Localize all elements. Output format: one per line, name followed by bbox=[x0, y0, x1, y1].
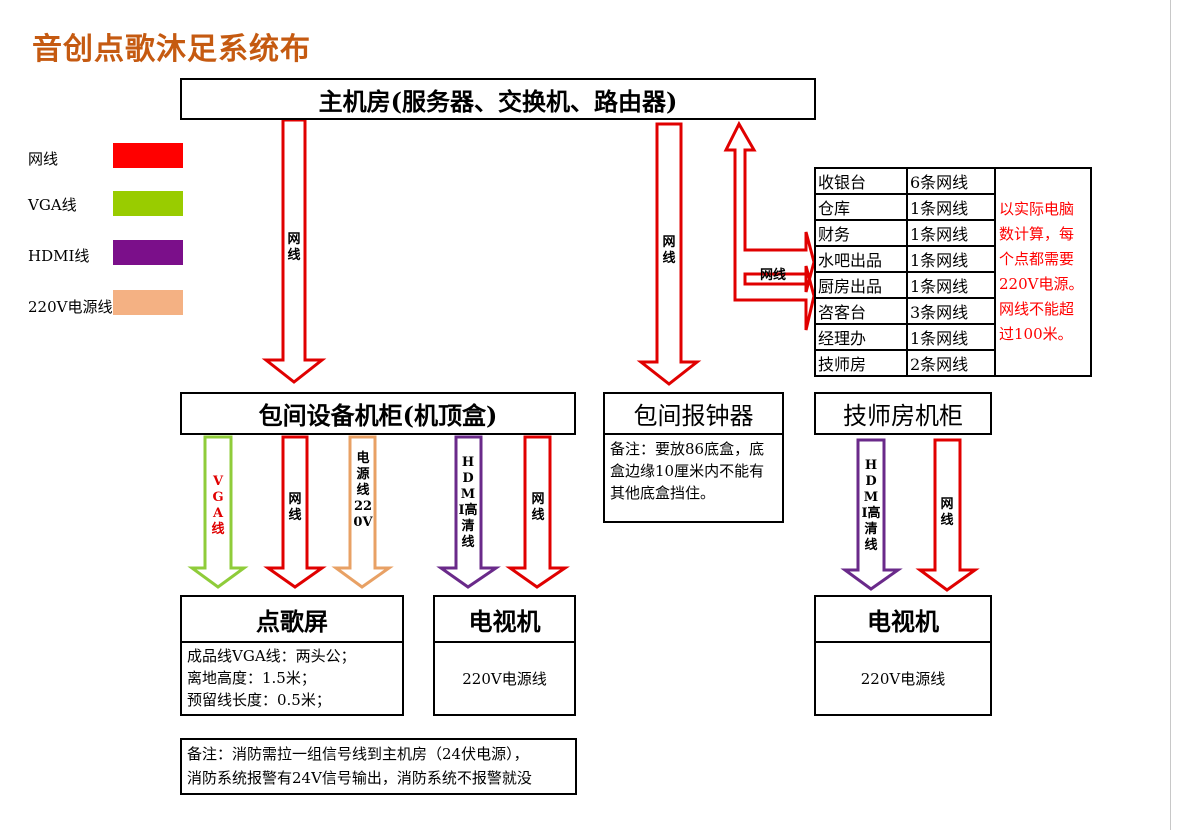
legend-swatch-hdmi bbox=[113, 240, 183, 265]
dept-name: 厨房出品 bbox=[814, 271, 908, 299]
legend-swatch-network bbox=[113, 143, 183, 168]
page-title: 音创点歌沐足系统布 bbox=[32, 32, 311, 67]
arrow-main-to-depts bbox=[723, 120, 816, 331]
dept-name: 技师房 bbox=[814, 349, 908, 377]
label-power: 电源线220V bbox=[353, 451, 373, 530]
cabinet-box: 包间设备机柜(机顶盒) bbox=[180, 392, 576, 435]
fire-note-line: 消防系统报警有24V信号输出，消防系统不报警就没 bbox=[187, 769, 532, 787]
legend-label-network: 网线 bbox=[28, 150, 59, 168]
dept-count: 1条网线 bbox=[906, 323, 996, 351]
page-edge-line bbox=[1170, 0, 1171, 830]
bell-note: 备注：要放86底盒，底盒边缘10厘米内不能有其他底盒挡住。 bbox=[603, 433, 784, 523]
table-row: 财务 1条网线 bbox=[814, 219, 1091, 247]
dept-name: 咨客台 bbox=[814, 297, 908, 325]
arrow-net-screen bbox=[263, 435, 327, 589]
table-row: 经理办 1条网线 bbox=[814, 323, 1091, 351]
song-screen-note-line: 离地高度：1.5米； bbox=[187, 669, 316, 687]
dept-count: 1条网线 bbox=[906, 271, 996, 299]
tech-cabinet-box: 技师房机柜 bbox=[814, 392, 992, 435]
dept-count: 3条网线 bbox=[906, 297, 996, 325]
label-vga: VGA线 bbox=[211, 474, 225, 537]
tech-tv-box: 电视机 bbox=[814, 595, 992, 643]
label-main-to-depts: 网线 bbox=[760, 268, 787, 283]
bell-box: 包间报钟器 bbox=[603, 392, 784, 435]
label-net-tech: 网线 bbox=[940, 497, 954, 528]
fire-note-line: 备注：消防需拉一组信号线到主机房（24伏电源）， bbox=[187, 745, 529, 763]
legend-swatch-vga bbox=[113, 191, 183, 216]
arrow-net-tech bbox=[915, 438, 980, 592]
table-row: 咨客台 3条网线 bbox=[814, 297, 1091, 325]
dept-name: 经理办 bbox=[814, 323, 908, 351]
dept-note: 以实际电脑数计算，每个点都需要220V电源。网线不能超过100米。 bbox=[994, 167, 1092, 377]
arrow-power bbox=[331, 435, 394, 589]
legend-swatch-power bbox=[113, 290, 183, 315]
table-row: 仓库 1条网线 bbox=[814, 193, 1091, 221]
dept-count: 6条网线 bbox=[906, 167, 996, 195]
dept-count: 1条网线 bbox=[906, 245, 996, 273]
label-net-tv: 网线 bbox=[531, 492, 545, 523]
dept-count: 2条网线 bbox=[906, 349, 996, 377]
main-room-box: 主机房(服务器、交换机、路由器) bbox=[180, 78, 816, 120]
dept-name: 水吧出品 bbox=[814, 245, 908, 273]
legend-label-hdmi: HDMI线 bbox=[28, 247, 90, 265]
arrow-main-to-cabinet bbox=[261, 118, 327, 384]
arrow-hdmi-tech bbox=[840, 438, 903, 591]
legend-label-power: 220V电源线 bbox=[28, 298, 113, 316]
label-hdmi-tv: HDMI高清线 bbox=[458, 455, 478, 550]
label-net-screen: 网线 bbox=[288, 492, 302, 523]
legend-label-vga: VGA线 bbox=[28, 196, 77, 214]
arrow-vga bbox=[187, 435, 249, 589]
label-main-to-bell: 网线 bbox=[662, 235, 676, 266]
tv-power-note: 220V电源线 bbox=[433, 641, 576, 716]
song-screen-note-line: 预留线长度：0.5米； bbox=[187, 691, 331, 709]
dept-count: 1条网线 bbox=[906, 219, 996, 247]
table-row: 技师房 2条网线 bbox=[814, 349, 1091, 377]
dept-name: 财务 bbox=[814, 219, 908, 247]
table-row: 厨房出品 1条网线 bbox=[814, 271, 1091, 299]
tech-tv-power-note: 220V电源线 bbox=[814, 641, 992, 716]
arrow-net-tv bbox=[505, 435, 570, 589]
arrow-main-to-bell bbox=[636, 122, 702, 386]
song-screen-note-line: 成品线VGA线：两头公； bbox=[187, 647, 356, 665]
label-main-to-cabinet: 网线 bbox=[287, 232, 301, 263]
department-table: 收银台 6条网线 以实际电脑数计算，每个点都需要220V电源。网线不能超过100… bbox=[814, 167, 1092, 377]
dept-name: 仓库 bbox=[814, 193, 908, 221]
dept-count: 1条网线 bbox=[906, 193, 996, 221]
label-hdmi-tech: HDMI高清线 bbox=[861, 458, 881, 553]
fire-note: 备注：消防需拉一组信号线到主机房（24伏电源）， 消防系统报警有24V信号输出，… bbox=[180, 738, 577, 795]
dept-name: 收银台 bbox=[814, 167, 908, 195]
arrow-hdmi-tv bbox=[436, 435, 501, 589]
song-screen-note: 成品线VGA线：两头公； 离地高度：1.5米； 预留线长度：0.5米； bbox=[180, 641, 404, 716]
song-screen-box: 点歌屏 bbox=[180, 595, 404, 643]
tv-box: 电视机 bbox=[433, 595, 576, 643]
table-row: 水吧出品 1条网线 bbox=[814, 245, 1091, 273]
table-row: 收银台 6条网线 以实际电脑数计算，每个点都需要220V电源。网线不能超过100… bbox=[814, 167, 1092, 377]
